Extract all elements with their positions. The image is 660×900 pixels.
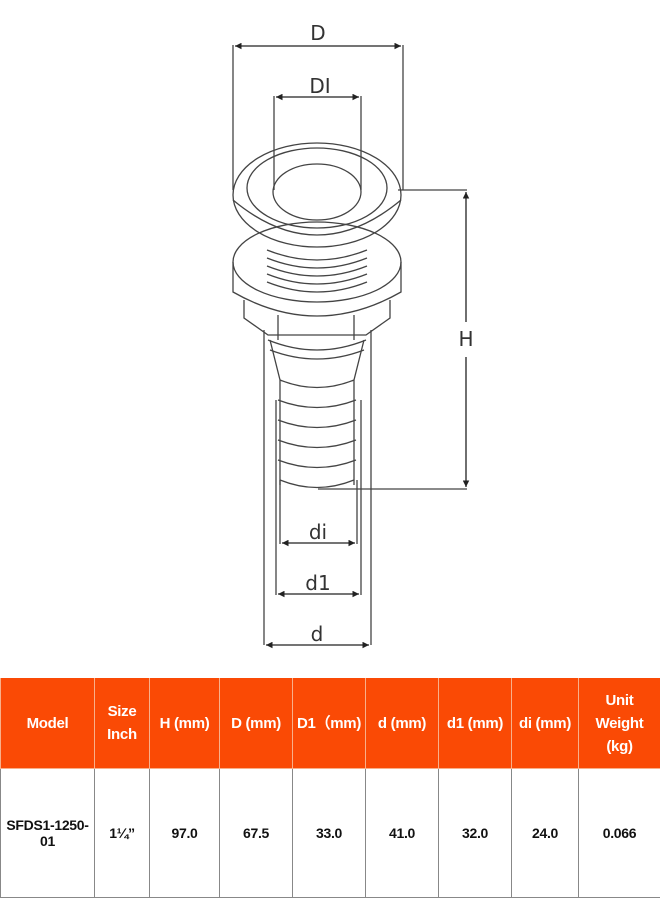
cell-model: SFDS1-1250-01 [0, 768, 95, 898]
col-d1: d1 (mm) [438, 678, 512, 769]
cell-weight: 0.066 [578, 768, 660, 898]
col-model: Model [0, 678, 95, 769]
table-row: SFDS1-1250-01 1¼’’ 97.0 67.5 33.0 41.0 3… [0, 768, 660, 898]
cell-di: 24.0 [511, 768, 579, 898]
cell-D1: 33.0 [292, 768, 366, 898]
col-D1: D1（mm) [292, 678, 366, 769]
label-DI: DI [309, 74, 330, 98]
col-D: D (mm) [219, 678, 293, 769]
col-d: d (mm) [365, 678, 439, 769]
label-D: D [310, 21, 325, 45]
label-H: H [458, 327, 473, 351]
col-weight: Unit Weight(kg) [578, 678, 660, 769]
technical-drawing: D DI H di d1 d [232, 21, 474, 649]
label-d: d [311, 622, 324, 646]
col-h: H (mm) [149, 678, 220, 769]
label-di: di [309, 520, 327, 544]
cell-size: 1¼’’ [94, 768, 150, 898]
col-di: di (mm) [511, 678, 579, 769]
cell-d1: 32.0 [438, 768, 512, 898]
cell-h: 97.0 [149, 768, 220, 898]
label-d1: d1 [305, 571, 330, 595]
cell-d: 41.0 [365, 768, 439, 898]
cell-D: 67.5 [219, 768, 293, 898]
